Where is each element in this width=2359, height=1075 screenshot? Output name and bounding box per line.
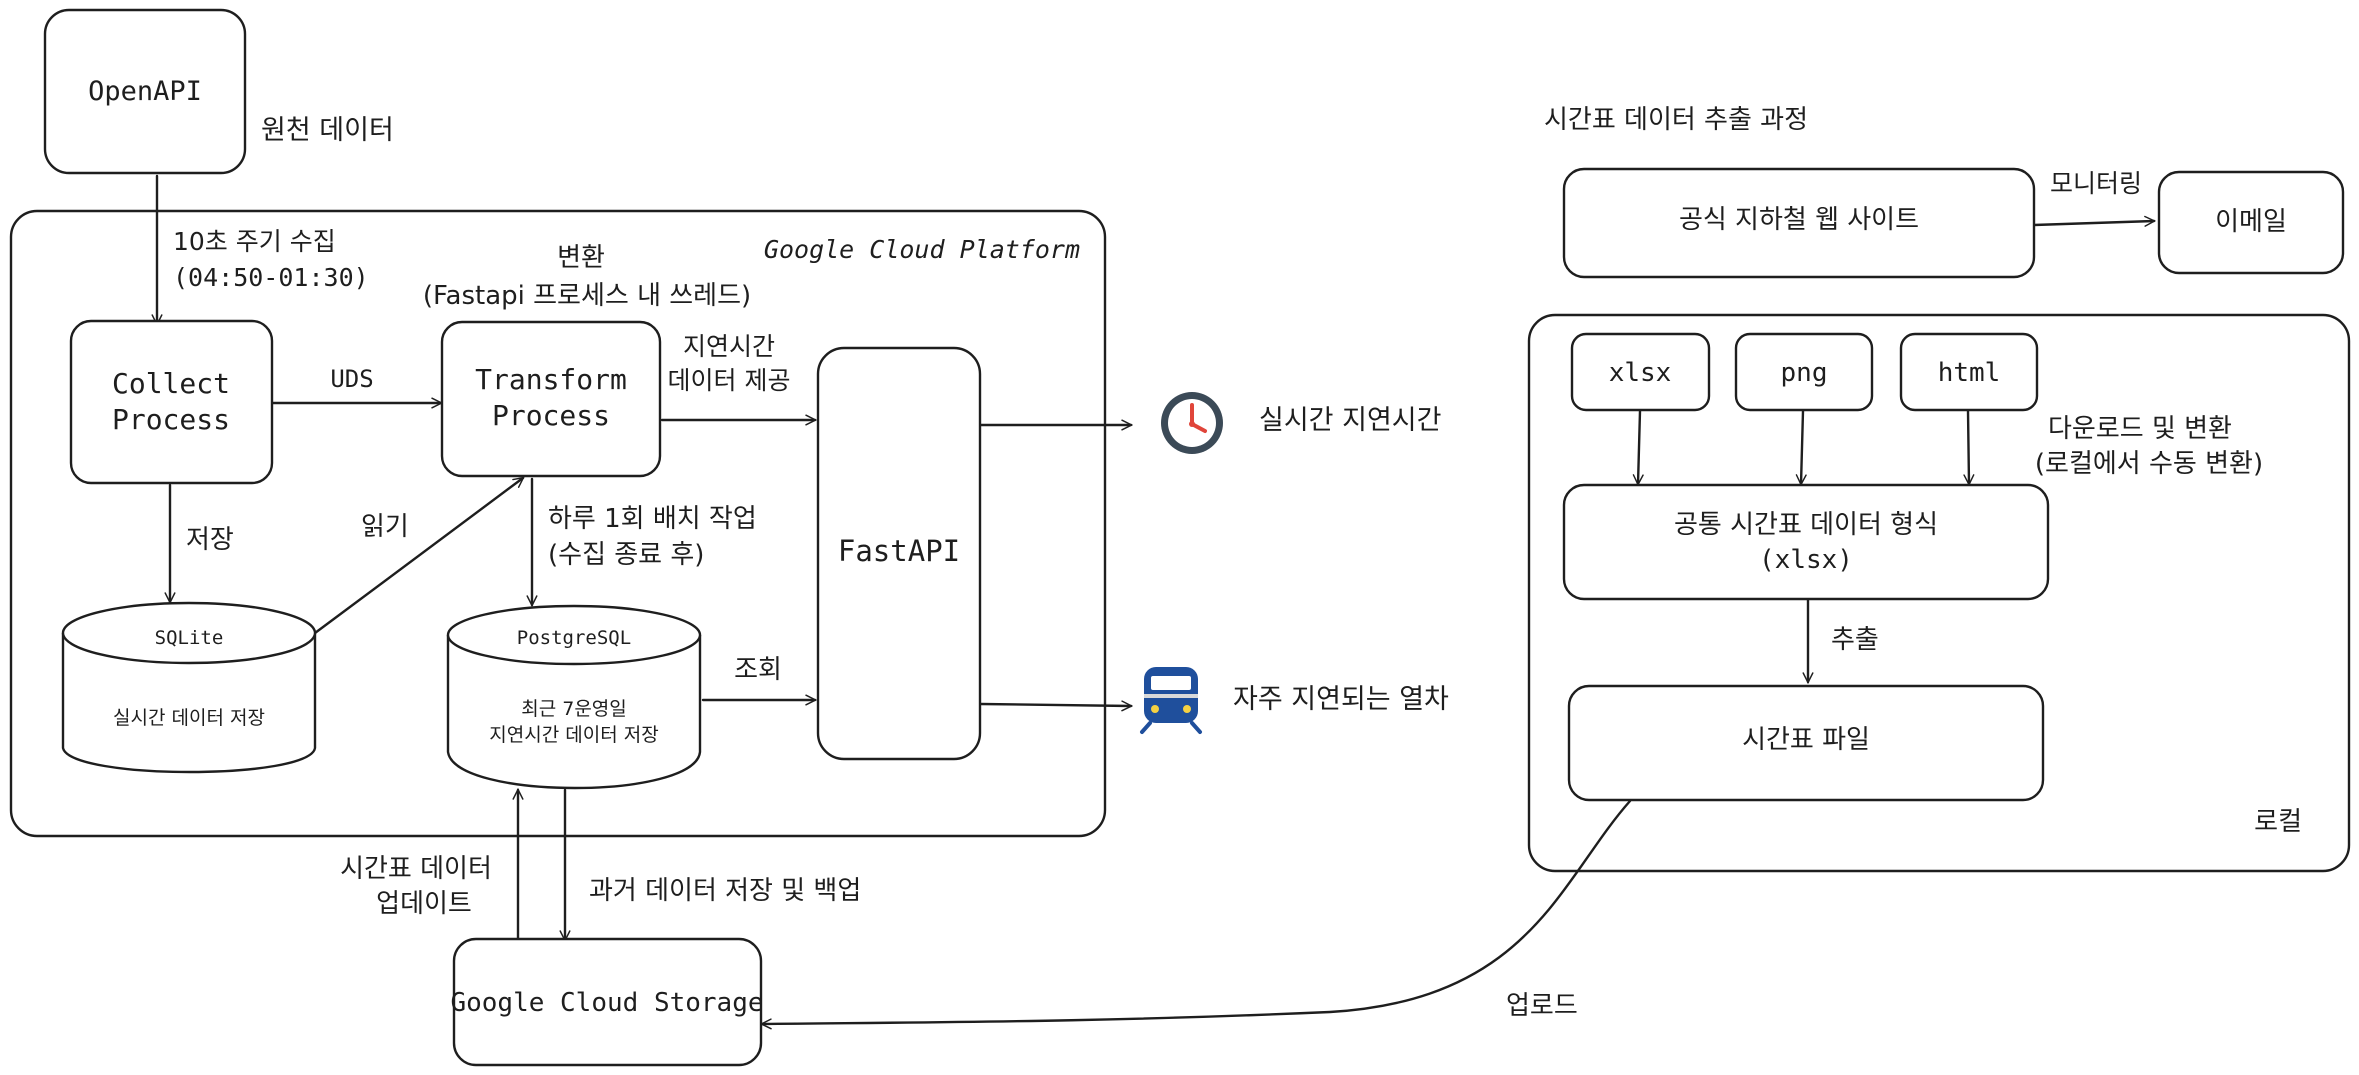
gcp-label: Google Cloud Platform [764,235,1080,264]
node-openapi: OpenAPI [43,8,247,175]
xlsx-label: xlsx [1609,358,1672,388]
html-label: html [1938,358,2001,388]
local-label: 로컬 [2254,807,2302,837]
transform-label-line1: Transform [475,363,627,396]
node-official-site: 공식 지하철 웹 사이트 [1562,167,2036,279]
edge-fastapi-frequent [979,704,1131,706]
node-transform-process: Transform Process [440,320,662,478]
edge-timetable-gcs [762,799,1632,1024]
official-site-label: 공식 지하철 웹 사이트 [1679,205,1919,235]
node-postgresql: PostgreSQL 최근 7운영일 지연시간 데이터 저장 [446,604,702,790]
node-png: png [1734,332,1874,412]
label-extract: 추출 [1831,625,1879,655]
label-timetable-update-line1: 시간표 데이터 [340,854,492,884]
postgres-title: PostgreSQL [517,627,631,649]
label-download-convert-line2: (로컬에서 수동 변환) [2035,449,2263,479]
label-store: 저장 [186,525,234,555]
node-common-format: 공통 시간표 데이터 형식 (xlsx) [1562,483,2050,601]
email-label: 이메일 [2215,207,2287,237]
edge-site-email [2032,221,2154,225]
label-realtime-delay: 실시간 지연시간 [1259,405,1441,436]
label-transform-line1: 변환 [557,243,605,273]
transform-label-line2: Process [492,399,610,432]
postgres-desc-line2: 지연시간 데이터 저장 [489,724,658,746]
label-monitoring: 모니터링 [2050,169,2142,198]
node-email: 이메일 [2157,170,2345,275]
collect-label-line1: Collect [112,367,230,400]
label-source-data: 원천 데이터 [261,115,394,146]
label-batch-line1: 하루 1회 배치 작업 [548,504,757,534]
gcp-frame [9,209,1107,838]
common-format-line1: 공통 시간표 데이터 형식 [1674,510,1938,540]
png-label: png [1781,358,1828,388]
label-transform-line2: (Fastapi 프로세스 내 쓰레드) [423,281,751,311]
label-batch-line2: (수집 종료 후) [548,540,704,570]
node-gcs: Google Cloud Storage [450,937,764,1067]
edge-xlsx-common [1638,409,1640,484]
train-icon [1140,667,1202,734]
local-frame [1527,313,2351,873]
node-collect-process: Collect Process [69,319,274,485]
node-xlsx: xlsx [1570,332,1711,412]
label-uds: UDS [330,365,373,393]
label-collect-interval-line2: (04:50-01:30) [173,263,369,292]
label-frequent-delay: 자주 지연되는 열차 [1233,684,1449,715]
collect-label-line2: Process [112,403,230,436]
node-timetable-file: 시간표 파일 [1567,684,2045,802]
edge-png-common [1801,409,1803,484]
fastapi-label: FastAPI [838,534,960,568]
timetable-file-label: 시간표 파일 [1742,725,1870,755]
sqlite-title: SQLite [155,627,224,649]
label-extract-title: 시간표 데이터 추출 과정 [1544,105,1808,135]
postgres-desc-line1: 최근 7운영일 [521,698,627,720]
label-timetable-update-line2: 업데이트 [376,889,472,919]
edge-sqlite-transform [313,478,523,635]
label-collect-interval-line1: 10초 주기 수집 [173,227,336,256]
common-format-line2: (xlsx) [1759,545,1853,575]
label-delay-provide-line2: 데이터 제공 [668,366,791,395]
label-delay-provide-line1: 지연시간 [683,332,775,361]
label-download-convert-line1: 다운로드 및 변환 [2048,414,2232,444]
openapi-label: OpenAPI [88,76,202,107]
label-query: 조회 [734,655,782,685]
gcs-label: Google Cloud Storage [450,988,763,1018]
sqlite-desc: 실시간 데이터 저장 [113,707,265,729]
node-html: html [1899,332,2039,412]
node-fastapi: FastAPI [816,346,982,761]
label-backup: 과거 데이터 저장 및 백업 [589,876,861,906]
node-sqlite: SQLite 실시간 데이터 저장 [61,601,317,774]
label-read: 읽기 [361,512,409,542]
clock-icon [1161,392,1223,454]
label-upload: 업로드 [1506,991,1578,1021]
edge-html-common [1968,409,1969,484]
